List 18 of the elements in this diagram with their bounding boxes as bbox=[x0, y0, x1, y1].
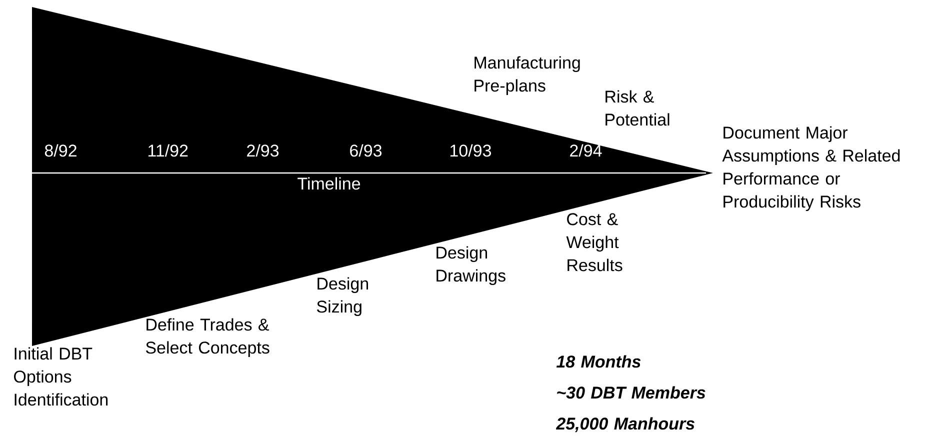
stage-label: Cost & Weight Results bbox=[566, 213, 622, 272]
stage-label: Define Trades & Select Concepts bbox=[146, 318, 270, 358]
summary-note: 18 Months bbox=[556, 355, 641, 368]
stage-label: Design Sizing bbox=[316, 277, 368, 316]
date-label: 6/93 bbox=[350, 144, 382, 157]
summary-note: ~30 DBT Members bbox=[557, 386, 706, 399]
stage-label: Manufacturing Pre-plans bbox=[474, 56, 580, 96]
stage-label: Initial DBT Options Identification bbox=[14, 347, 108, 406]
date-label: 10/93 bbox=[450, 144, 491, 157]
stage-label: Design Drawings bbox=[436, 246, 506, 286]
timeline-label: Timeline bbox=[298, 177, 360, 190]
date-label: 11/92 bbox=[148, 144, 188, 157]
stage-label: Risk & Potential bbox=[606, 90, 670, 126]
date-label: 2/93 bbox=[247, 144, 279, 157]
outcome-label: Document Major Assumptions & Related Performance or Producibility Risks bbox=[722, 126, 900, 212]
summary-note: 25,000 Manhours bbox=[556, 417, 694, 432]
date-label: 8/92 bbox=[44, 144, 76, 157]
date-label: 2/94 bbox=[570, 144, 602, 157]
